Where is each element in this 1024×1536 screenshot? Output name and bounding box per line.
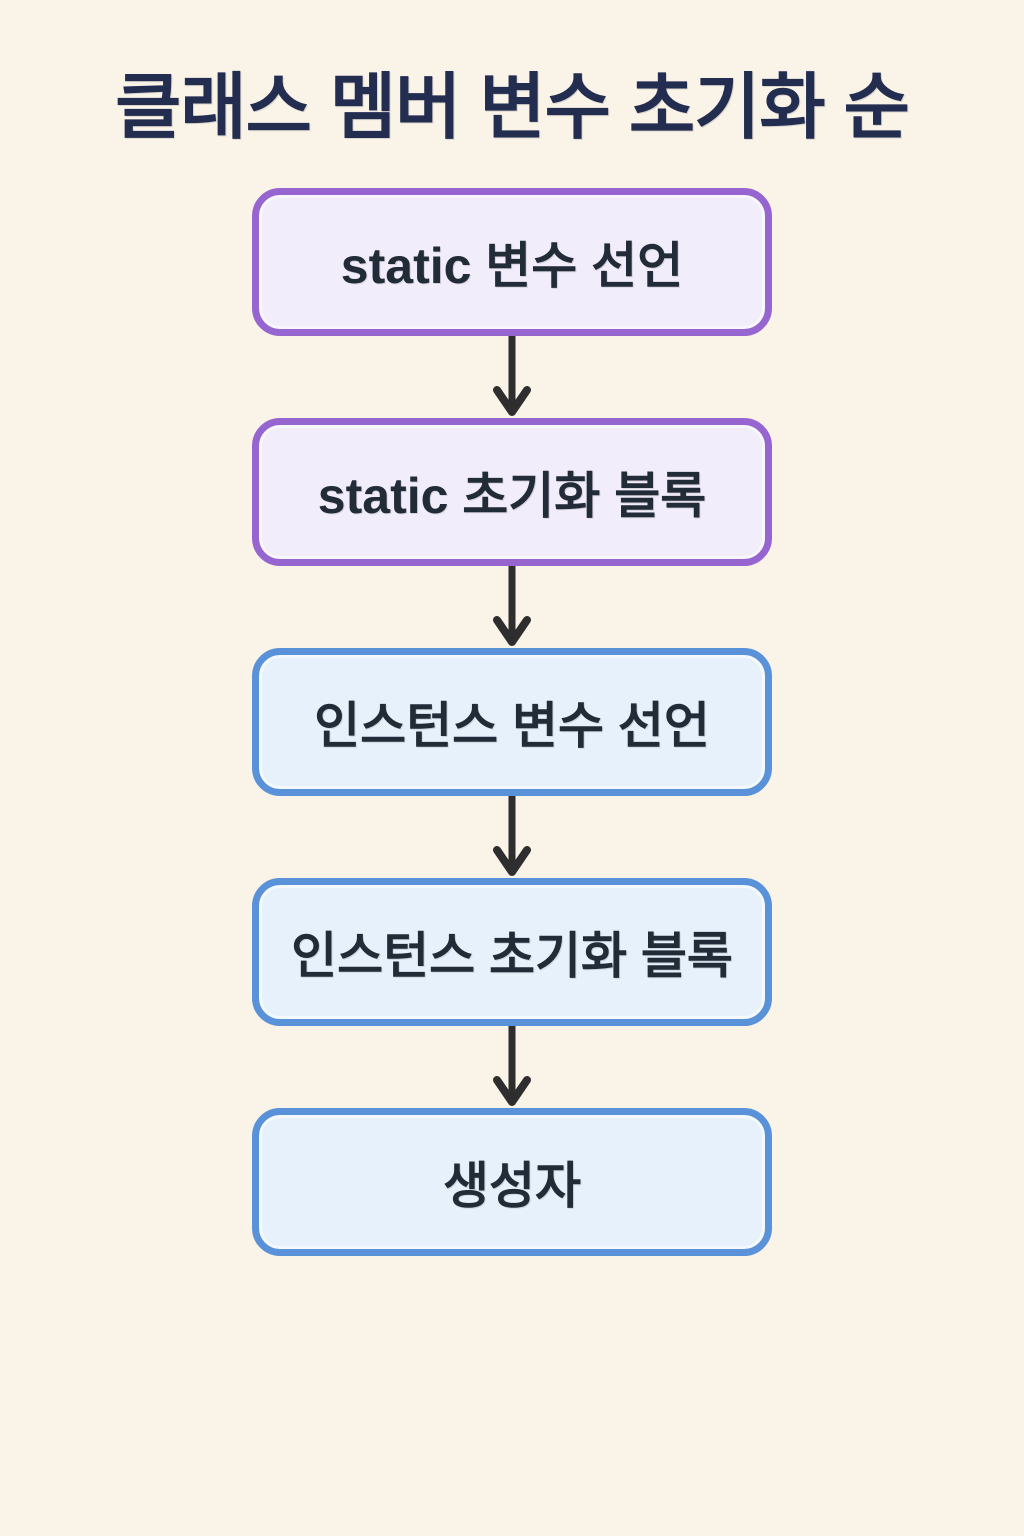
arrow-down-icon: [490, 1025, 534, 1108]
arrow-down-icon: [490, 565, 534, 648]
arrow-down-icon: [490, 335, 534, 418]
flow-box-label: 생성자: [443, 1157, 581, 1214]
flow-box-label: static 변수 선언: [340, 237, 684, 294]
flow-box-label: 인스턴스 변수 선언: [314, 697, 710, 754]
flow-box-label: static 초기화 블록: [317, 467, 707, 524]
flow-box-constructor: 생성자: [252, 1107, 772, 1256]
flow-box-label: 인스턴스 초기화 블록: [291, 927, 733, 984]
flow-box-static-var-declaration: static 변수 선언: [252, 187, 772, 336]
flowchart: static 변수 선언 static 초기화 블록 인스턴스 변수 선언: [252, 187, 772, 1256]
flow-box-instance-init-block: 인스턴스 초기화 블록: [252, 877, 772, 1026]
arrow-down-icon: [490, 795, 534, 878]
page-title: 클래스 멤버 변수 초기화 순: [115, 68, 910, 148]
flow-box-instance-var-declaration: 인스턴스 변수 선언: [252, 647, 772, 796]
flow-box-static-init-block: static 초기화 블록: [252, 417, 772, 566]
